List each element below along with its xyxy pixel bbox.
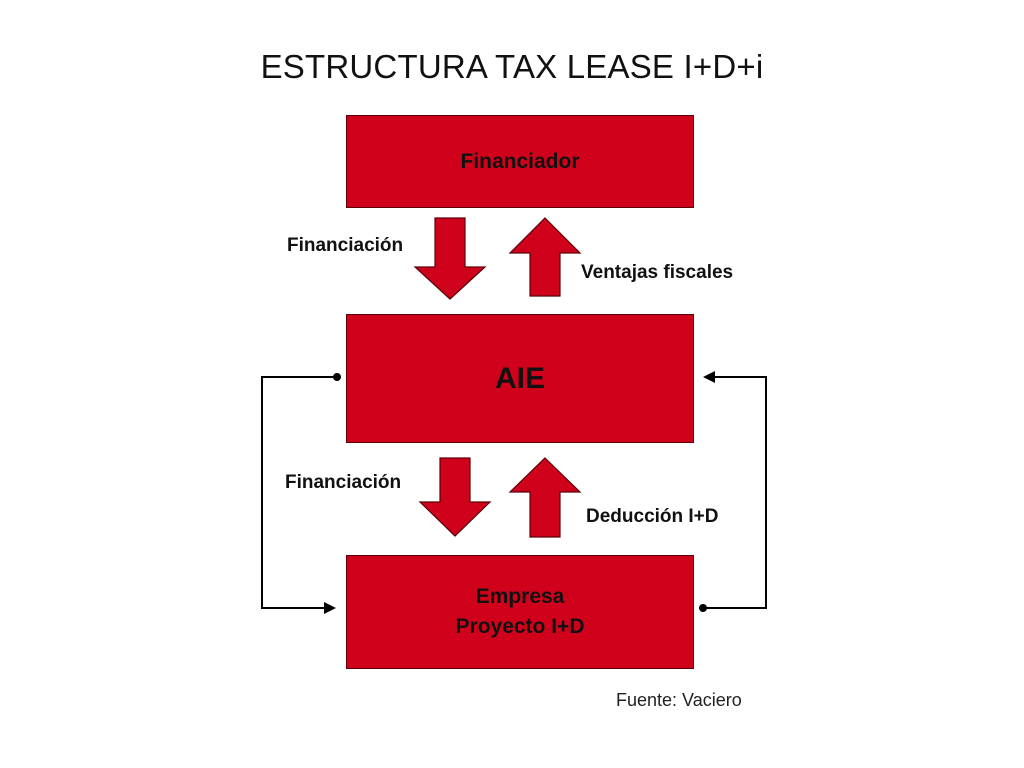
financiador-box: Financiador	[346, 115, 694, 208]
empresa-label-line1: Empresa	[475, 585, 565, 608]
edge-label-ventajas-fiscales: Ventajas fiscales	[581, 262, 734, 283]
right-loop-arrowhead	[703, 371, 715, 383]
left-loop-arrowhead	[324, 602, 336, 614]
edge-label-deduccion: Deducción I+D	[586, 506, 719, 527]
empresa-label-line2: Proyecto I+D	[455, 615, 585, 638]
arrow-up-deduccion	[508, 457, 582, 538]
left-loop-dot	[333, 373, 341, 381]
arrow-down-financiacion-bottom	[418, 457, 492, 537]
left-loop-connector	[261, 376, 336, 609]
right-loop-connector	[704, 376, 767, 609]
edge-label-financiacion-bottom: Financiación	[285, 472, 402, 493]
empresa-box: Empresa Proyecto I+D	[346, 555, 694, 669]
aie-box: AIE	[346, 314, 694, 443]
edge-label-financiacion-top: Financiación	[287, 235, 404, 256]
arrow-down-financiacion-top	[413, 217, 487, 300]
right-loop-dot	[699, 604, 707, 612]
source-note: Fuente: Vaciero	[616, 690, 742, 710]
diagram-title: ESTRUCTURA TAX LEASE I+D+i	[260, 48, 764, 85]
arrow-up-ventajas-fiscales	[508, 217, 582, 297]
aie-label: AIE	[494, 361, 545, 395]
financiador-label: Financiador	[460, 149, 580, 173]
